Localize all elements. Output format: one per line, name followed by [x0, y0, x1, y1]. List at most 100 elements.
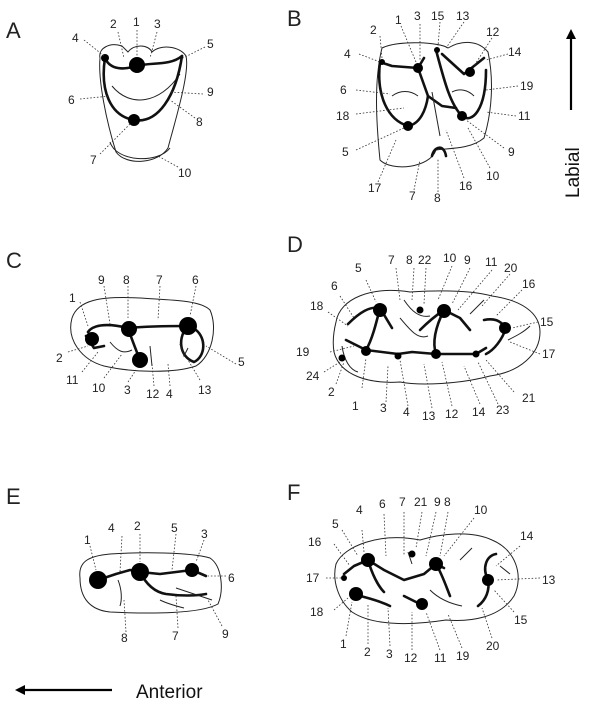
cusp-dot	[132, 352, 148, 368]
cusp-dot	[361, 346, 371, 356]
callout-label: 10	[443, 251, 457, 265]
panel-letter-d: D	[287, 232, 303, 257]
callout-label: 20	[504, 261, 518, 275]
callout-label: 8	[434, 191, 441, 205]
callout-label: 8	[123, 273, 130, 287]
cusp-dot	[89, 571, 107, 589]
cusp-dot	[416, 598, 428, 610]
labial-label: Labial	[563, 147, 584, 198]
callout-label: 18	[310, 605, 324, 619]
callout-label: 4	[403, 405, 410, 419]
cusp-dot	[121, 321, 137, 337]
callout-label: 1	[395, 13, 402, 27]
groove	[118, 580, 121, 606]
callout-label: 2	[56, 351, 63, 365]
panel-c: C 1 2 3 4 5 6 7 8 9 10 11	[6, 248, 245, 401]
panel-letter-a: A	[6, 18, 21, 43]
callout-label: 10	[92, 381, 106, 395]
callout-label: 8	[196, 115, 203, 129]
callout-label: 1	[69, 291, 76, 305]
groove	[150, 346, 152, 366]
callout-label: 13	[542, 573, 556, 587]
callout-label: 15	[514, 613, 528, 627]
callout-label: 12	[146, 387, 160, 401]
callout-label: 1	[84, 533, 91, 547]
callout-label: 9	[222, 627, 229, 641]
panel-letter-b: B	[287, 6, 302, 31]
cusp-dot	[395, 353, 402, 360]
callout-label: 11	[66, 373, 79, 387]
callout-label: 3	[386, 647, 393, 661]
callout-label: 19	[520, 79, 534, 93]
panel-e: E 1 2 3 4 5 6 7 8 9	[6, 484, 235, 645]
tooth-outline-base	[110, 142, 170, 159]
panel-letter-f: F	[287, 480, 300, 505]
callout-label: 6	[331, 279, 338, 293]
callout-label: 19	[296, 345, 310, 359]
callout-label: 14	[508, 45, 522, 59]
cusp-dot	[437, 304, 451, 318]
callout-label: 3	[414, 9, 421, 23]
crest-line	[344, 560, 444, 580]
cusp-dot	[403, 121, 413, 131]
callout-label: 1	[133, 15, 140, 29]
cusp-dot	[499, 322, 511, 334]
cusp-dot	[373, 303, 387, 317]
groove	[500, 566, 510, 574]
anterior-label: Anterior	[136, 682, 203, 703]
callout-label: 2	[328, 385, 335, 399]
callout-label: 4	[356, 503, 363, 517]
groove	[160, 600, 184, 608]
callout-label: 12	[445, 407, 459, 421]
callout-label: 13	[456, 9, 470, 23]
callout-label: 7	[409, 189, 416, 203]
callout-label: 4	[166, 387, 173, 401]
callout-label: 2	[370, 23, 377, 37]
callout-label: 1	[340, 637, 347, 651]
callout-label: 3	[154, 17, 161, 31]
cusp-dot	[429, 557, 443, 571]
callout-label: 11	[518, 109, 531, 123]
cusp-dot	[379, 59, 385, 65]
panel-a: A 1 2 3 4 5 6 7 8 9 10	[6, 15, 214, 180]
callout-label: 16	[459, 179, 473, 193]
callout-label: 13	[198, 383, 212, 397]
groove	[432, 92, 440, 136]
callout-label: 17	[368, 181, 382, 195]
cusp-dot	[179, 317, 197, 335]
callout-label: 10	[474, 503, 488, 517]
groove	[404, 300, 430, 316]
callout-label: 8	[444, 495, 451, 509]
callout-label: 3	[124, 383, 131, 397]
callout-label: 13	[422, 409, 436, 423]
callout-label: 21	[414, 495, 428, 509]
callout-label: 7	[156, 273, 163, 287]
callout-label: 3	[201, 527, 208, 541]
anterior-orientation: Anterior	[20, 682, 203, 703]
callout-label: 20	[486, 639, 500, 653]
callout-label: 11	[434, 651, 447, 665]
callout-label: 22	[418, 253, 432, 267]
callout-label: 4	[344, 47, 351, 61]
callout-label: 7	[172, 629, 179, 643]
callout-label: 2	[364, 645, 371, 659]
callout-label: 4	[108, 521, 115, 535]
callout-label: 9	[98, 273, 105, 287]
callout-label: 5	[355, 261, 362, 275]
crest-line	[442, 54, 484, 74]
cusp-dot	[409, 551, 416, 558]
groove	[452, 90, 474, 96]
callout-label: 15	[540, 315, 554, 329]
groove	[392, 92, 418, 97]
groove	[470, 300, 484, 314]
callout-label: 2	[134, 519, 141, 533]
callout-label: 5	[342, 145, 349, 159]
panel-letter-c: C	[6, 248, 22, 273]
crest-line	[88, 325, 188, 332]
cusp-dot	[457, 111, 467, 121]
callout-label: 16	[522, 277, 536, 291]
callout-label: 5	[238, 355, 245, 369]
cusp-dot	[339, 355, 346, 362]
panel-b: B 1 2	[287, 6, 534, 205]
